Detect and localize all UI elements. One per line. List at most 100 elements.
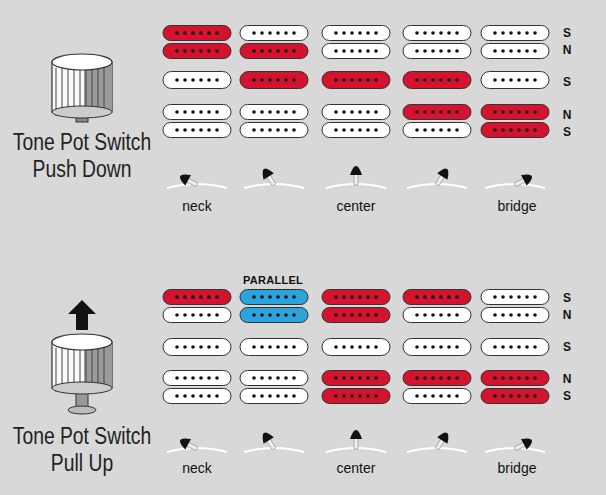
- pole-piece: [252, 295, 256, 299]
- pole-piece: [374, 78, 378, 82]
- pole-piece: [366, 295, 370, 299]
- pole-piece: [215, 49, 219, 53]
- pickup-coil: [240, 339, 308, 356]
- pickup-coil: [322, 290, 390, 305]
- pickup-coil: [403, 371, 471, 386]
- pole-piece: [260, 31, 264, 35]
- pole-piece: [447, 345, 451, 349]
- pole-piece: [268, 313, 272, 317]
- pole-piece: [215, 295, 219, 299]
- pole-piece: [366, 31, 370, 35]
- pole-piece: [358, 394, 362, 398]
- pole-piece: [334, 376, 338, 380]
- pole-piece: [191, 376, 195, 380]
- switch-mode-title: Tone Pot Switch Push Down: [11, 129, 154, 183]
- pole-piece: [358, 78, 362, 82]
- pole-piece: [183, 376, 187, 380]
- pole-piece: [183, 49, 187, 53]
- pole-piece: [215, 376, 219, 380]
- pole-piece: [374, 110, 378, 114]
- pole-piece: [276, 31, 280, 35]
- pickup-coil: [481, 105, 549, 120]
- pole-piece: [284, 110, 288, 114]
- pole-piece: [215, 78, 219, 82]
- pole-piece: [447, 394, 451, 398]
- pole-piece: [215, 128, 219, 132]
- pickup-coil: [481, 371, 549, 386]
- pickup-coil: [403, 105, 471, 120]
- pole-piece: [350, 394, 354, 398]
- pole-piece: [517, 49, 521, 53]
- pickup-coil: [403, 389, 471, 404]
- pole-piece: [342, 128, 346, 132]
- pickup-coil: [481, 339, 549, 356]
- pole-piece: [276, 78, 280, 82]
- lever-tip: [521, 435, 535, 450]
- pole-piece: [366, 128, 370, 132]
- pole-piece: [260, 110, 264, 114]
- pole-piece: [431, 78, 435, 82]
- pole-piece: [439, 110, 443, 114]
- pole-piece: [423, 295, 427, 299]
- switch-position: bridge: [498, 199, 537, 213]
- pole-piece: [350, 128, 354, 132]
- pole-piece: [350, 313, 354, 317]
- pole-piece: [501, 110, 505, 114]
- pole-piece: [183, 394, 187, 398]
- pole-piece: [260, 345, 264, 349]
- pole-piece: [533, 295, 537, 299]
- pole-piece: [358, 110, 362, 114]
- pole-piece: [501, 376, 505, 380]
- pole-piece: [501, 128, 505, 132]
- pickup-coil: [240, 72, 308, 89]
- pole-piece: [334, 394, 338, 398]
- pole-piece: [358, 313, 362, 317]
- pole-piece: [292, 110, 296, 114]
- pole-piece: [493, 49, 497, 53]
- pole-piece: [517, 31, 521, 35]
- pole-piece: [191, 31, 195, 35]
- pole-piece: [374, 31, 378, 35]
- pole-piece: [260, 394, 264, 398]
- pole-piece: [493, 110, 497, 114]
- pole-piece: [342, 295, 346, 299]
- switch-lever: [432, 430, 452, 452]
- pole-piece: [509, 49, 513, 53]
- tone-knob: [52, 54, 112, 122]
- pole-piece: [207, 295, 211, 299]
- polarity-letter: S: [563, 341, 571, 353]
- switch-lever: [512, 171, 534, 191]
- switch-lever: [259, 430, 279, 452]
- pole-piece: [191, 78, 195, 82]
- pole-piece: [439, 345, 443, 349]
- pickup-coil: [322, 308, 390, 323]
- pole-piece: [431, 394, 435, 398]
- pole-piece: [447, 78, 451, 82]
- pole-piece: [366, 345, 370, 349]
- pole-piece: [199, 78, 203, 82]
- pole-piece: [252, 31, 256, 35]
- pickup-coil: [322, 371, 390, 386]
- polarity-letter: S: [563, 390, 571, 402]
- pole-piece: [342, 110, 346, 114]
- pole-piece: [455, 376, 459, 380]
- pole-piece: [366, 376, 370, 380]
- pole-piece: [268, 295, 272, 299]
- pickup-coil: [163, 371, 231, 386]
- pickup-coil: [322, 123, 390, 138]
- pole-piece: [374, 295, 378, 299]
- pole-piece: [415, 295, 419, 299]
- pole-piece: [252, 345, 256, 349]
- pickup-coil: [322, 389, 390, 404]
- pole-piece: [455, 313, 459, 317]
- pole-piece: [525, 78, 529, 82]
- pole-piece: [191, 295, 195, 299]
- switch-position: neck: [182, 461, 212, 475]
- pickup-coil: [240, 371, 308, 386]
- pole-piece: [215, 31, 219, 35]
- pickup-coil: [240, 308, 308, 323]
- pole-piece: [501, 49, 505, 53]
- pole-piece: [292, 313, 296, 317]
- pole-piece: [517, 110, 521, 114]
- pickup-coil: [481, 290, 549, 305]
